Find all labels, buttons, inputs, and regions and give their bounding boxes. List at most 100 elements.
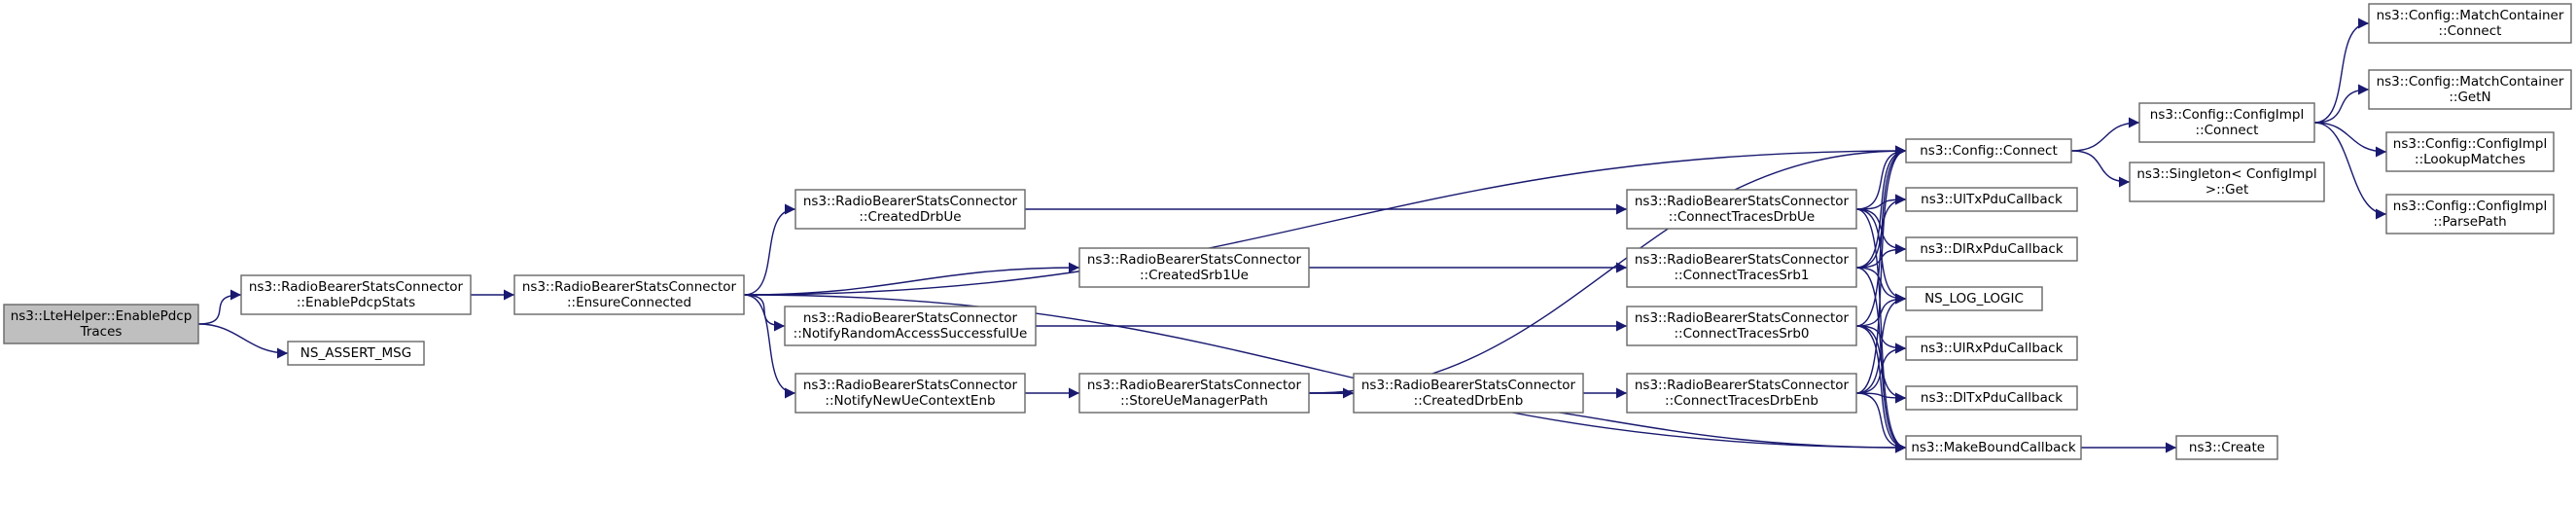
node-dl-rx-pdu-callback[interactable]: ns3::DlRxPduCallback xyxy=(1905,236,2078,262)
node-box xyxy=(1626,247,1857,288)
node-created-srb1-ue[interactable]: ns3::RadioBearerStatsConnector::CreatedS… xyxy=(1078,247,1310,288)
node-label: ::ConnectTracesSrb1 xyxy=(1674,268,1809,283)
node-parse-path[interactable]: ns3::Config::ConfigImpl::ParsePath xyxy=(2385,194,2555,234)
node-label: ns3::RadioBearerStatsConnector xyxy=(1361,378,1576,393)
edge-ensure-connected-to-created-drb-ue xyxy=(743,203,796,296)
edge-connect-traces-srb0-to-make-bound-callback xyxy=(1855,325,1907,453)
node-label: ns3::UlTxPduCallback xyxy=(1921,192,2063,207)
node-label: ::ConnectTracesDrbEnb xyxy=(1665,393,1818,409)
node-box xyxy=(2368,69,2572,110)
node-label: ::ConnectTracesDrbUe xyxy=(1669,209,1815,225)
edge-connect-traces-drb-ue-to-ns-log-logic xyxy=(1855,208,1907,305)
node-config-impl-connect[interactable]: ns3::Config::ConfigImpl::Connect xyxy=(2138,102,2315,143)
node-label: ns3::RadioBearerStatsConnector xyxy=(522,279,737,295)
node-box xyxy=(240,274,472,315)
node-label: ns3::RadioBearerStatsConnector xyxy=(803,310,1018,326)
node-box xyxy=(1905,435,2082,460)
node-connect-traces-drb-ue[interactable]: ns3::RadioBearerStatsConnector::ConnectT… xyxy=(1626,189,1857,230)
node-box xyxy=(2129,162,2325,202)
node-connect-traces-srb0[interactable]: ns3::RadioBearerStatsConnector::ConnectT… xyxy=(1626,306,1857,346)
node-ns-assert-msg[interactable]: NS_ASSERT_MSG xyxy=(287,341,425,366)
node-label: ::CreatedDrbEnb xyxy=(1414,393,1524,409)
node-label: NS_LOG_LOGIC xyxy=(1924,291,2024,307)
edge-config-impl-connect-to-lookup-matches xyxy=(2313,122,2387,158)
node-enable-pdcp-stats[interactable]: ns3::RadioBearerStatsConnector::EnablePd… xyxy=(240,274,472,315)
edge-config-impl-connect-to-match-container-connect xyxy=(2313,18,2370,124)
node-label: ns3::RadioBearerStatsConnector xyxy=(1635,310,1850,326)
node-label: ::NotifyNewUeContextEnb xyxy=(825,393,995,409)
node-layer: ns3::LteHelper::EnablePdcpTracesns3::Rad… xyxy=(3,3,2572,460)
node-label: ns3::RadioBearerStatsConnector xyxy=(249,279,464,295)
node-box xyxy=(2138,102,2315,143)
node-label: NS_ASSERT_MSG xyxy=(300,345,411,361)
node-created-drb-ue[interactable]: ns3::RadioBearerStatsConnector::CreatedD… xyxy=(794,189,1026,230)
node-label: ns3::RadioBearerStatsConnector xyxy=(803,194,1018,209)
node-connect-traces-drb-enb[interactable]: ns3::RadioBearerStatsConnector::ConnectT… xyxy=(1626,373,1857,414)
node-make-bound-callback[interactable]: ns3::MakeBoundCallback xyxy=(1905,435,2082,460)
node-create[interactable]: ns3::Create xyxy=(2175,435,2278,460)
node-label: ::LookupMatches xyxy=(2415,152,2525,167)
node-box xyxy=(513,274,745,315)
node-label: ns3::Config::ConfigImpl xyxy=(2393,198,2547,214)
node-box xyxy=(794,373,1026,414)
node-label: ::ConnectTracesSrb0 xyxy=(1674,326,1809,342)
node-label: ::EnablePdcpStats xyxy=(297,295,415,310)
node-config-connect[interactable]: ns3::Config::Connect xyxy=(1905,138,2072,163)
edge-connect-traces-srb1-to-config-connect xyxy=(1855,145,1907,269)
node-label: ns3::RadioBearerStatsConnector xyxy=(1635,194,1850,209)
node-label: ::CreatedSrb1Ue xyxy=(1140,268,1249,283)
node-singleton-get[interactable]: ns3::Singleton< ConfigImpl >::Get xyxy=(2129,162,2325,202)
node-label: ns3::DlRxPduCallback xyxy=(1920,241,2064,257)
node-match-container-get-n[interactable]: ns3::Config::MatchContainer::GetN xyxy=(2368,69,2572,110)
node-box xyxy=(1626,373,1857,414)
node-label: ::StoreUeManagerPath xyxy=(1120,393,1268,409)
node-box xyxy=(1078,247,1310,288)
node-notify-new-ue-context-enb[interactable]: ns3::RadioBearerStatsConnector::NotifyNe… xyxy=(794,373,1026,414)
node-label: ns3::RadioBearerStatsConnector xyxy=(1087,252,1302,268)
node-ns-log-logic[interactable]: NS_LOG_LOGIC xyxy=(1905,286,2043,311)
node-box xyxy=(1078,373,1310,414)
edge-connect-traces-srb0-to-dl-tx-pdu-callback xyxy=(1855,325,1907,404)
node-label: ns3::Singleton< ConfigImpl xyxy=(2136,166,2316,182)
node-box xyxy=(2368,3,2572,44)
node-label: ns3::Config::ConfigImpl xyxy=(2393,136,2547,152)
node-box xyxy=(1905,336,2078,361)
node-label: ns3::Config::Connect xyxy=(1920,143,2058,159)
edge-connect-traces-drb-ue-to-config-connect xyxy=(1855,145,1907,210)
node-box xyxy=(1905,385,2078,411)
node-box xyxy=(287,341,425,366)
node-box xyxy=(3,304,199,344)
edge-ensure-connected-to-config-connect xyxy=(743,145,1907,296)
node-box xyxy=(1905,286,2043,311)
node-match-container-connect[interactable]: ns3::Config::MatchContainer::Connect xyxy=(2368,3,2572,44)
node-label: ns3::Config::MatchContainer xyxy=(2377,74,2564,90)
edge-connect-traces-drb-enb-to-dl-tx-pdu-callback xyxy=(1855,392,1907,404)
node-box xyxy=(1626,306,1857,346)
node-box xyxy=(2385,194,2555,234)
edge-connect-traces-drb-enb-to-config-connect xyxy=(1855,145,1907,394)
node-label: ::Connect xyxy=(2439,23,2502,39)
node-label: ::ParsePath xyxy=(2433,214,2506,230)
node-box xyxy=(1905,187,2078,212)
node-lookup-matches[interactable]: ns3::Config::ConfigImpl::LookupMatches xyxy=(2385,131,2555,172)
node-notify-ra-successful[interactable]: ns3::RadioBearerStatsConnector::NotifyRa… xyxy=(784,306,1037,346)
node-label: ns3::RadioBearerStatsConnector xyxy=(1635,378,1850,393)
node-ensure-connected[interactable]: ns3::RadioBearerStatsConnector::EnsureCo… xyxy=(513,274,745,315)
node-label: ns3::DlTxPduCallback xyxy=(1921,390,2063,406)
node-ul-rx-pdu-callback[interactable]: ns3::UlRxPduCallback xyxy=(1905,336,2078,361)
edge-root-to-ns-assert-msg xyxy=(197,323,289,359)
node-dl-tx-pdu-callback[interactable]: ns3::DlTxPduCallback xyxy=(1905,385,2078,411)
node-label: ns3::Config::ConfigImpl xyxy=(2150,107,2304,123)
node-label: ::Connect xyxy=(2196,123,2259,138)
node-label: ns3::RadioBearerStatsConnector xyxy=(1087,378,1302,393)
node-box xyxy=(1353,373,1584,414)
node-connect-traces-srb1[interactable]: ns3::RadioBearerStatsConnector::ConnectT… xyxy=(1626,247,1857,288)
node-label: ::GetN xyxy=(2449,90,2490,105)
node-label: ::CreatedDrbUe xyxy=(859,209,961,225)
node-created-drb-enb[interactable]: ns3::RadioBearerStatsConnector::CreatedD… xyxy=(1353,373,1584,414)
edge-config-impl-connect-to-match-container-get-n xyxy=(2313,84,2370,124)
node-store-ue-manager-path[interactable]: ns3::RadioBearerStatsConnector::StoreUeM… xyxy=(1078,373,1310,414)
node-ul-tx-pdu-callback[interactable]: ns3::UlTxPduCallback xyxy=(1905,187,2078,212)
